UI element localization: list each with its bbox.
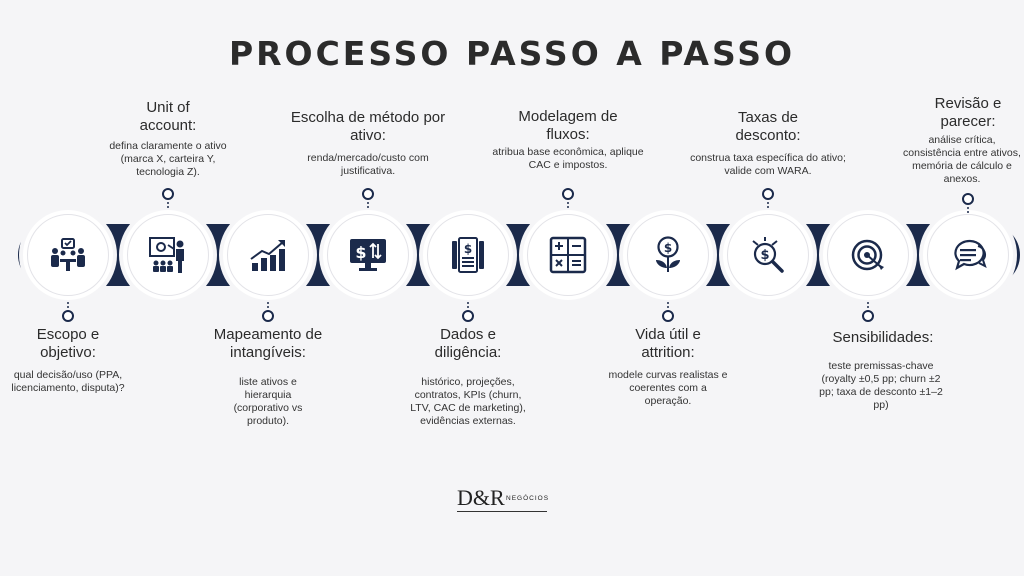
step-5-node: $ — [423, 210, 513, 300]
step-3-node — [223, 210, 313, 300]
step-4-desc: renda/mercado/custo com justificativa. — [307, 152, 429, 177]
step-10-node — [923, 210, 1013, 300]
step-3-label: Mapeamento de intangíveis: — [213, 326, 323, 361]
step-8-desc: construa taxa específica do ativo; valid… — [690, 152, 846, 177]
svg-text:$: $ — [464, 242, 472, 256]
brand-logo: D&R NEGÓCIOS — [457, 485, 550, 512]
step-8-label: Taxas de desconto: — [735, 109, 801, 144]
step-6-label: Modelagem de fluxos: — [518, 108, 618, 143]
page-title: PROCESSO PASSO A PASSO — [228, 34, 796, 73]
step-1-pin — [62, 300, 74, 322]
step-7-node: $ — [623, 210, 713, 300]
step-10-desc: análise crítica, consistência entre ativ… — [903, 134, 1021, 185]
svg-text:$: $ — [664, 241, 672, 255]
meeting-icon — [51, 238, 85, 271]
step-7-label: Vida útil e attrition: — [635, 326, 701, 361]
money-plant-icon: $ — [656, 236, 680, 272]
dollar-magnifier-icon: $ — [752, 237, 784, 273]
calculator-icon — [549, 236, 587, 274]
brand-logo-subtitle: NEGÓCIOS — [506, 495, 550, 502]
svg-text:$: $ — [760, 248, 769, 263]
step-6-pin — [562, 188, 574, 208]
step-3-desc: liste ativos e hierarquia (corporativo v… — [233, 376, 303, 427]
step-2-node — [123, 210, 213, 300]
growth-chart-icon — [250, 240, 285, 271]
step-9-pin — [862, 300, 874, 322]
monitor-dollar-icon: $ — [350, 239, 386, 271]
presentation-icon — [149, 237, 184, 273]
step-6-desc: atribua base econômica, aplique CAC e im… — [492, 146, 644, 171]
documents-dollar-icon: $ — [452, 237, 484, 273]
step-5-desc: histórico, projeções, contratos, KPIs (c… — [410, 376, 526, 427]
step-8-pin — [762, 188, 774, 208]
step-2-desc: defina claramente o ativo (marca X, cart… — [109, 140, 227, 178]
step-7-desc: modele curvas realistas e coerentes com … — [608, 369, 728, 407]
step-8-node: $ — [723, 210, 813, 300]
step-1-label: Escopo e objetivo: — [36, 326, 100, 361]
step-5-pin — [462, 300, 474, 322]
step-9-label: Sensibilidades: — [832, 329, 934, 346]
brand-logo-mark: D&R — [457, 485, 505, 510]
step-2-label: Unit of account: — [139, 99, 197, 134]
step-1-desc: qual decisão/uso (PPA, licenciamento, di… — [11, 369, 125, 394]
step-9-desc: teste premissas-chave (royalty ±0,5 pp; … — [819, 360, 943, 411]
step-3-pin — [262, 300, 274, 322]
step-5-label: Dados e diligência: — [434, 326, 502, 361]
step-7-pin — [662, 300, 674, 322]
step-2-pin — [162, 188, 174, 208]
step-9-node — [823, 210, 913, 300]
step-6-node — [523, 210, 613, 300]
step-10-label: Revisão e parecer: — [934, 95, 1002, 130]
step-1-node — [23, 210, 113, 300]
target-icon — [851, 239, 884, 271]
step-4-label: Escolha de método por ativo: — [290, 109, 446, 144]
svg-text:$: $ — [355, 243, 366, 262]
step-10-pin — [962, 193, 974, 213]
step-4-node: $ — [323, 210, 413, 300]
step-4-pin — [362, 188, 374, 208]
chat-bubbles-icon — [954, 239, 987, 271]
